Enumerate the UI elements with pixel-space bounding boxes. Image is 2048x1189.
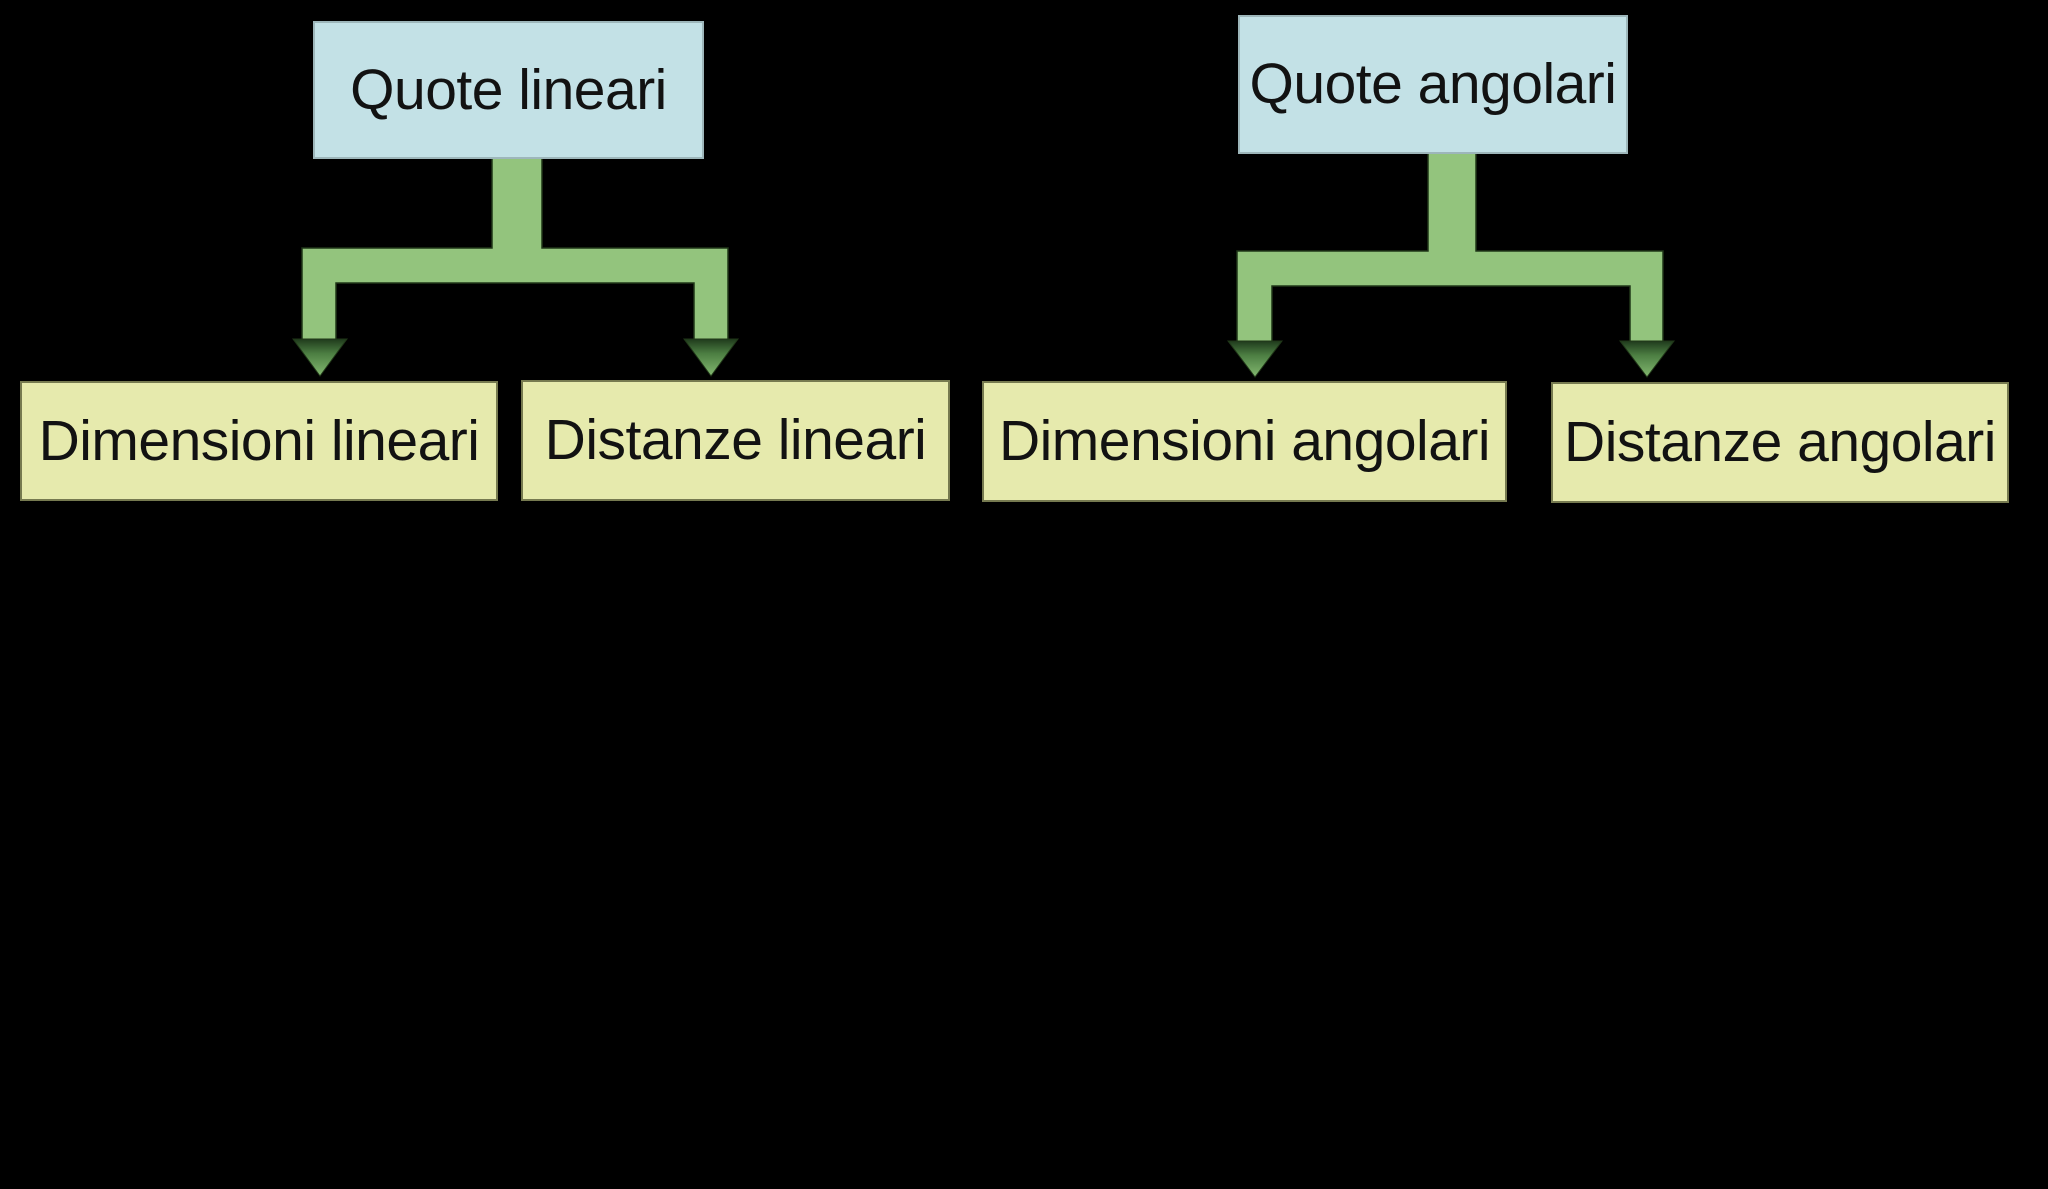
arrow-down-icon xyxy=(1619,340,1675,378)
box-label: Distanze lineari xyxy=(544,408,927,472)
leaf-box-dimensioni-lineari: Dimensioni lineari xyxy=(20,381,498,501)
angular-tree-connector xyxy=(1227,152,1675,378)
box-label: Distanze angolari xyxy=(1564,410,1996,474)
branch-connector xyxy=(301,157,729,341)
arrow-down-icon xyxy=(1227,340,1283,378)
leaf-box-distanze-angolari: Distanze angolari xyxy=(1551,382,2009,503)
root-box-quote-lineari: Quote lineari xyxy=(313,21,704,159)
arrow-down-icon xyxy=(683,338,739,377)
leaf-box-dimensioni-angolari: Dimensioni angolari xyxy=(982,381,1507,502)
branch-connector xyxy=(1236,152,1664,343)
box-label: Quote lineari xyxy=(350,57,667,122)
root-box-quote-angolari: Quote angolari xyxy=(1238,15,1628,154)
box-label: Dimensioni angolari xyxy=(998,409,1491,473)
linear-tree-connector xyxy=(292,157,739,377)
box-label: Dimensioni lineari xyxy=(38,408,480,473)
leaf-box-distanze-lineari: Distanze lineari xyxy=(521,380,950,501)
box-label: Quote angolari xyxy=(1249,52,1617,116)
arrow-down-icon xyxy=(292,338,348,377)
